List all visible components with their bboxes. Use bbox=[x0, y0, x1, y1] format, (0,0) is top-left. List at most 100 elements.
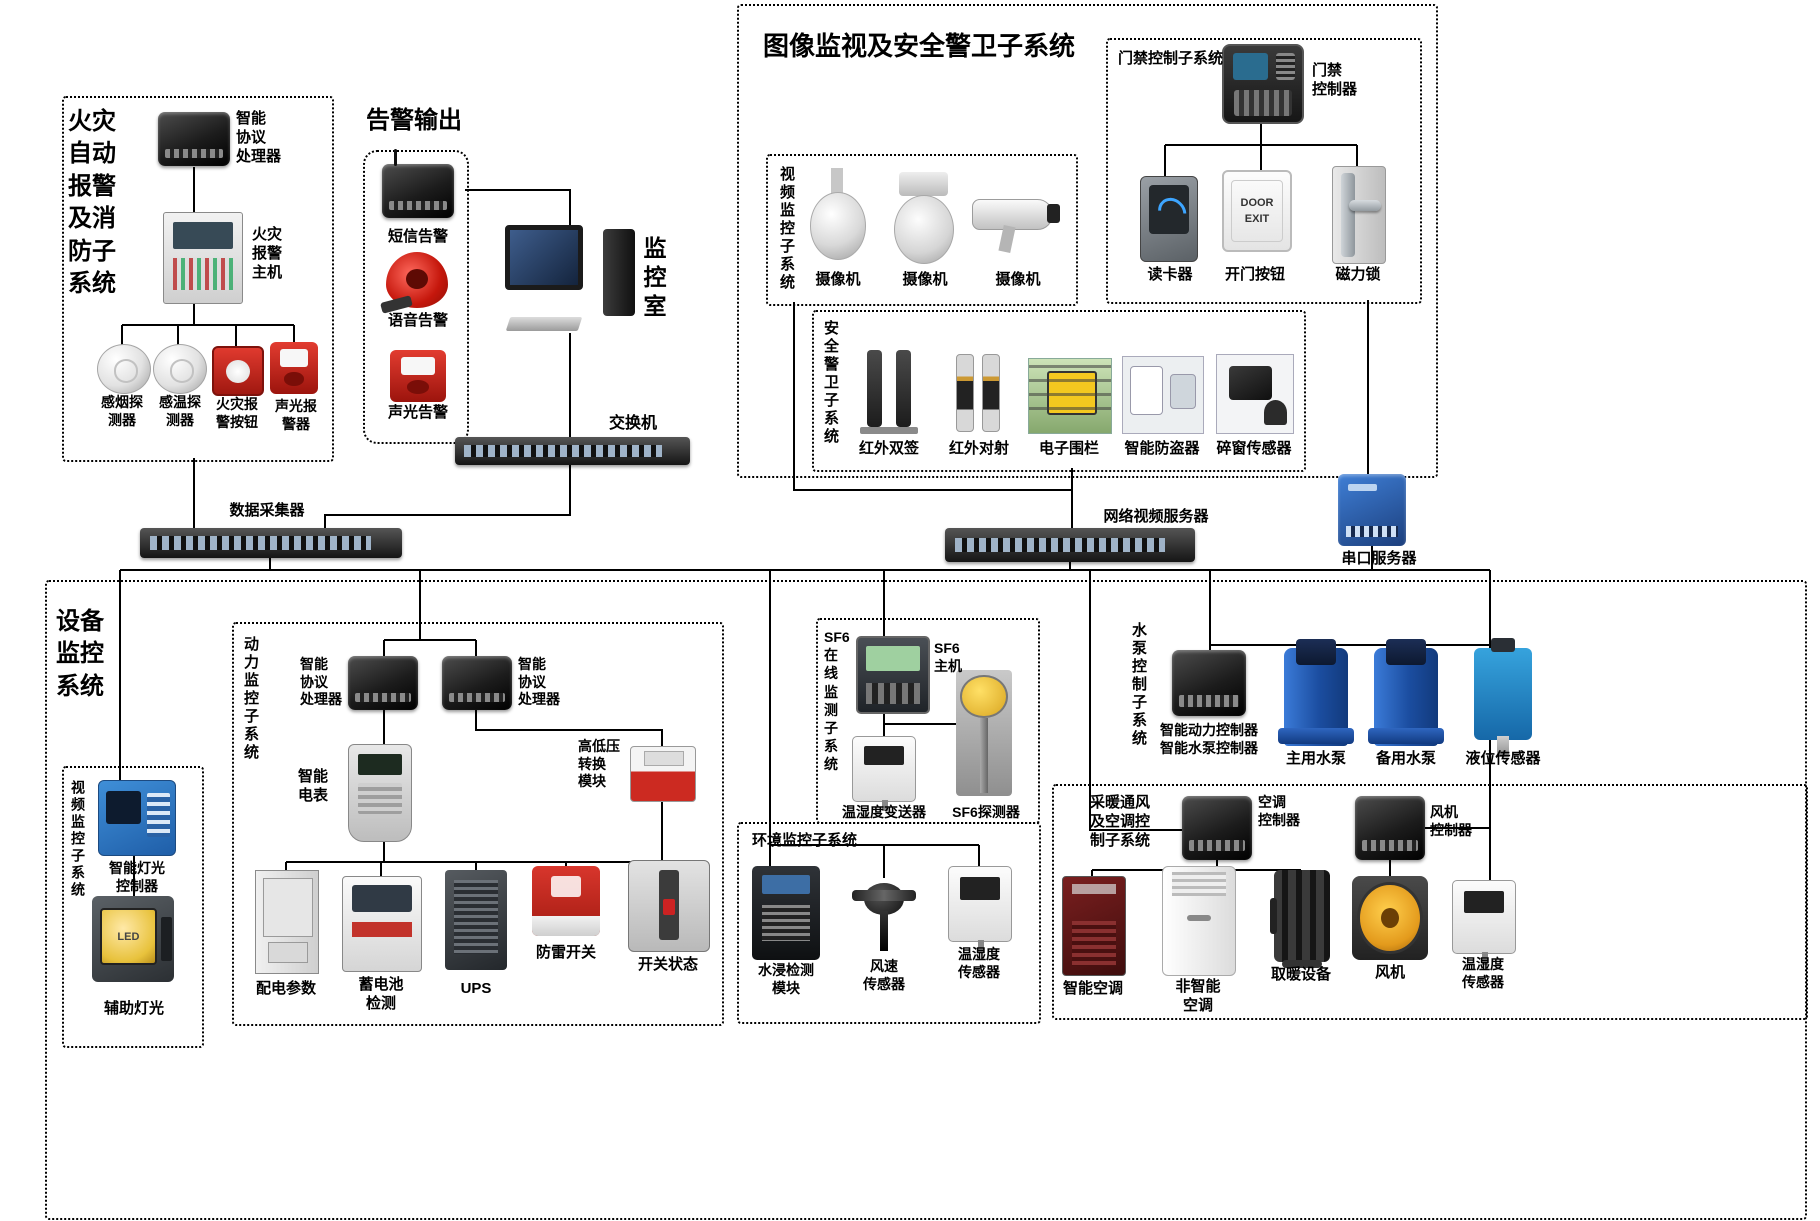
infrared-beam-label: 红外对射 bbox=[948, 440, 1009, 457]
access-control-title: 门禁控制子系统 bbox=[1118, 50, 1224, 67]
sound-light-alarm-label: 声光报 警器 bbox=[275, 398, 317, 432]
sf6-detector-label: SF6探测器 bbox=[952, 804, 1020, 820]
surveillance-box bbox=[737, 4, 1438, 478]
card-reader-label: 读卡器 bbox=[1147, 266, 1193, 283]
heat-detector-label: 感温探 测器 bbox=[159, 394, 201, 428]
power-protocol-processor2-device bbox=[442, 656, 512, 710]
door-button-label: 开门按钮 bbox=[1224, 266, 1285, 283]
battery-label: 蓄电池 检测 bbox=[358, 976, 404, 1012]
fire-subsystem-box bbox=[62, 96, 334, 462]
water-leak-label: 水浸检测 模块 bbox=[758, 962, 814, 996]
sound-light-alarm-device bbox=[270, 342, 318, 394]
window-break-sensor-device bbox=[1216, 354, 1294, 434]
security-guard-box bbox=[812, 310, 1306, 472]
level-sensor-label: 液位传感器 bbox=[1465, 750, 1541, 767]
ups-label: UPS bbox=[460, 980, 492, 997]
led-face: LED bbox=[100, 908, 157, 966]
smart-meter-device bbox=[348, 744, 412, 842]
power-protocol-processor1-label: 智能 协议 处理器 bbox=[300, 656, 342, 707]
th-transmitter-device bbox=[852, 736, 916, 812]
video-server-device bbox=[945, 528, 1195, 562]
fire-protocol-processor-device bbox=[158, 112, 230, 166]
env-th-sensor-device bbox=[948, 866, 1012, 953]
video-server-label: 网络视频服务器 bbox=[1103, 508, 1209, 525]
level-sensor-device bbox=[1474, 637, 1532, 757]
smart-ac-label: 智能空调 bbox=[1062, 980, 1123, 997]
fan-controller-device bbox=[1355, 796, 1425, 860]
plain-ac-label: 非智能 空调 bbox=[1175, 978, 1221, 1014]
lan-switch-label: 交换机 bbox=[608, 415, 657, 432]
serial-server-device bbox=[1338, 474, 1406, 546]
hvac-th-sensor-label: 温湿度 传感器 bbox=[1462, 956, 1504, 990]
electronic-fence-label: 电子围栏 bbox=[1038, 440, 1099, 457]
heater-label: 取暖设备 bbox=[1270, 966, 1331, 983]
lightning-switch-device bbox=[532, 866, 600, 936]
fire-protocol-processor-label: 智能 协议 处理器 bbox=[236, 110, 282, 165]
sf6-detector-device bbox=[956, 670, 1012, 796]
video-monitor-title: 视频监控子系统 bbox=[778, 166, 795, 292]
power-monitor-box bbox=[232, 622, 724, 1026]
anti-theft-label: 智能防盗器 bbox=[1124, 440, 1200, 457]
power-protocol-processor1-device bbox=[348, 656, 418, 710]
distribution-cabinet-device bbox=[255, 870, 319, 974]
alarm-output-title: 告警输出 bbox=[366, 107, 462, 134]
light-controller-label: 智能灯光 控制器 bbox=[109, 860, 165, 894]
pump-title: 水泵控制子系统 bbox=[1130, 622, 1147, 748]
alarm-output-box bbox=[363, 150, 469, 444]
pump-controller-label: 智能动力控制器 智能水泵控制器 bbox=[1160, 722, 1258, 756]
access-control-box bbox=[1106, 38, 1422, 304]
pump-controller-device bbox=[1172, 650, 1246, 716]
power-protocol-processor2-label: 智能 协议 处理器 bbox=[518, 656, 560, 707]
data-collector-label: 数据采集器 bbox=[229, 502, 305, 519]
env-monitor-box bbox=[737, 822, 1041, 1024]
fire-subsystem-title: 火灾自动报警及消防子系统 bbox=[68, 108, 116, 297]
data-collector-device bbox=[140, 528, 402, 558]
magnetic-lock-label: 磁力锁 bbox=[1335, 266, 1381, 283]
sms-alarm-device bbox=[382, 149, 454, 218]
lan-switch-device bbox=[455, 437, 690, 465]
video-sub2-box bbox=[62, 766, 204, 1048]
camera-bullet-device bbox=[972, 190, 1064, 253]
main-pump-device bbox=[1278, 639, 1354, 746]
camera1-label: 摄像机 bbox=[815, 271, 861, 288]
fan-device bbox=[1352, 876, 1428, 960]
camera-ptz-device bbox=[888, 172, 958, 266]
ups-device bbox=[445, 870, 507, 970]
door-button-face: DOOR EXIT bbox=[1230, 179, 1284, 243]
main-pump-label: 主用水泵 bbox=[1285, 750, 1346, 767]
ac-controller-device bbox=[1182, 796, 1252, 860]
battery-tester-device bbox=[342, 876, 422, 972]
env-th-sensor-label: 温湿度 传感器 bbox=[958, 946, 1000, 980]
plain-ac-device bbox=[1162, 866, 1236, 976]
smart-meter-label: 智能 电表 bbox=[298, 768, 329, 804]
hvac-box bbox=[1052, 784, 1808, 1020]
anti-theft-device bbox=[1122, 356, 1204, 434]
serial-server-label: 串口服务器 bbox=[1341, 550, 1417, 567]
hv-module-label: 高低压 转换 模块 bbox=[578, 738, 620, 789]
monitor-room-computer-device bbox=[505, 225, 635, 333]
hv-module-device bbox=[630, 746, 696, 802]
access-controller-device bbox=[1222, 44, 1304, 124]
th-transmitter-label: 温湿度变送器 bbox=[842, 804, 926, 820]
sf6-title: SF6 在 线 监 测 子 系 统 bbox=[824, 629, 850, 773]
monitor-room-label: 监控室 bbox=[640, 236, 666, 323]
smart-ac-device bbox=[1062, 876, 1126, 976]
video-sub2-title: 视频监控子系统 bbox=[70, 780, 86, 899]
infrared-beam-device bbox=[950, 354, 1006, 436]
surveillance-title: 图像监视及安全警卫子系统 bbox=[763, 31, 1076, 61]
lightning-label: 防雷开关 bbox=[535, 944, 596, 961]
voice-alarm-label: 语音告警 bbox=[387, 312, 448, 329]
camera3-label: 摄像机 bbox=[995, 271, 1041, 288]
camera-dome-device bbox=[806, 168, 868, 262]
infrared-double-label: 红外双签 bbox=[858, 440, 919, 457]
fan-controller-label: 风机 控制器 bbox=[1430, 804, 1472, 838]
security-guard-title: 安全警卫子系统 bbox=[822, 320, 839, 446]
infrared-double-device bbox=[858, 350, 920, 434]
sound-light-out-label: 声光告警 bbox=[387, 404, 448, 421]
sf6-host-label: SF6 主机 bbox=[934, 640, 962, 674]
voice-alarm-device bbox=[386, 252, 448, 308]
power-monitor-title: 动力监控子系统 bbox=[242, 636, 259, 762]
camera2-label: 摄像机 bbox=[902, 271, 948, 288]
wind-sensor-device bbox=[852, 878, 916, 956]
